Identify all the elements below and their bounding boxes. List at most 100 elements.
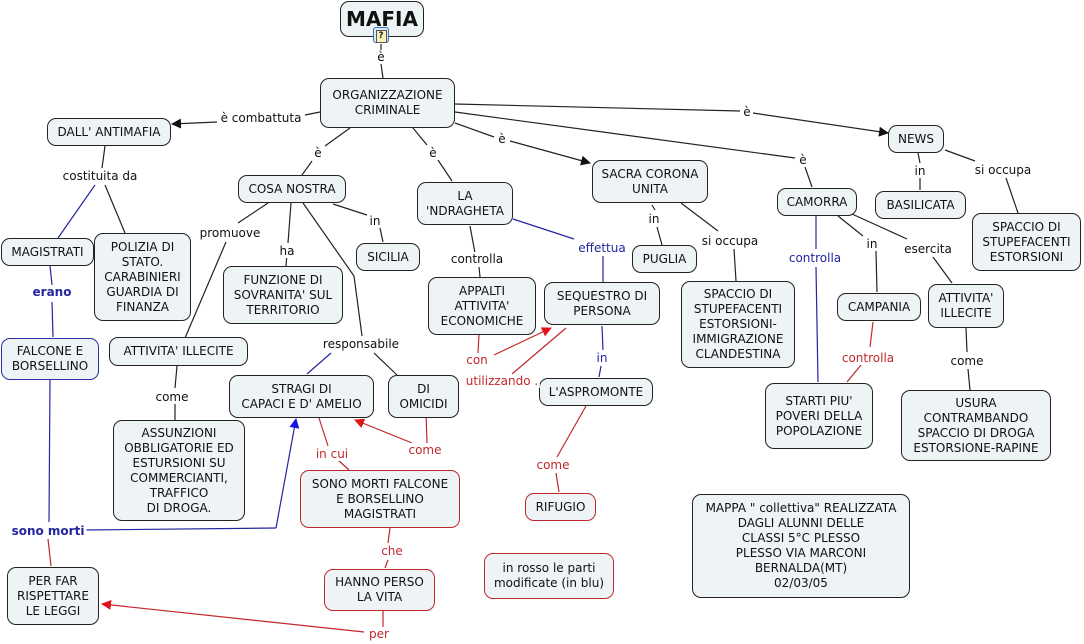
link-label[interactable]: è [312, 146, 324, 160]
link-label[interactable]: in [912, 164, 928, 178]
concept-cosa-nostra[interactable]: COSA NOSTRA [238, 175, 346, 203]
concept-hanno-perso-la-vita[interactable]: HANNO PERSO LA VITA [324, 569, 435, 611]
link-label[interactable]: promuove [197, 226, 263, 240]
link-label[interactable]: con [464, 353, 490, 367]
link-label[interactable]: come [534, 458, 572, 472]
link-label[interactable]: ha [277, 244, 297, 258]
concept-sono-morti-falcone[interactable]: SONO MORTI FALCONE E BORSELLINO MAGISTRA… [300, 470, 460, 528]
concept-rifugio[interactable]: RIFUGIO [525, 493, 596, 521]
link-line [380, 63, 384, 79]
link-line [509, 140, 591, 166]
link-line [846, 364, 862, 383]
concept-stragi[interactable]: STRAGI DI CAPACI E D' AMELIO [229, 375, 374, 418]
link-label[interactable]: si occupa [699, 234, 761, 248]
concept-magistrati[interactable]: MAGISTRATI [1, 238, 94, 266]
link-label[interactable]: è [797, 153, 809, 167]
link-line [556, 405, 587, 458]
link-label[interactable]: responsabile [320, 337, 402, 351]
question-mark-icon: ? [375, 30, 387, 43]
concept-attivita-illecite[interactable]: ATTIVITA' ILLECITE [109, 337, 248, 366]
link-label[interactable]: è combattuta [218, 111, 304, 125]
concept-sequestro-persona[interactable]: SEQUESTRO DI PERSONA [544, 282, 660, 325]
link-label[interactable]: esercita [902, 242, 954, 256]
link-line [387, 527, 391, 544]
concept-basilicata[interactable]: BASILICATA [875, 191, 966, 219]
document-question-icon[interactable]: ? [373, 27, 389, 43]
link-line [511, 327, 567, 375]
concept-omicidi[interactable]: DI OMICIDI [388, 375, 459, 418]
concept-news[interactable]: NEWS [888, 125, 944, 153]
concept-puglia[interactable]: PUGLIA [632, 245, 697, 273]
concept-funzione-sovranita[interactable]: FUNZIONE DI SOVRANITA' SUL TERRITORIO [223, 266, 343, 324]
link-line [51, 301, 54, 338]
link-label[interactable]: è [375, 50, 387, 64]
concept-spaccio-news[interactable]: SPACCIO DI STUPEFACENTI ESTORSIONI [972, 213, 1081, 271]
link-line [837, 215, 864, 237]
link-line [353, 275, 363, 337]
link-label[interactable]: si occupa [972, 163, 1034, 177]
concept-organizzazione-criminale[interactable]: ORGANIZZAZIONE CRIMINALE [320, 78, 455, 128]
concept-campania[interactable]: CAMPANIA [837, 293, 921, 321]
link-label[interactable]: erano [30, 285, 74, 299]
concept-assunzioni[interactable]: ASSUNZIONI OBBLIGATORIE ED ESTURSIONI SU… [113, 420, 245, 521]
link-label[interactable]: è [741, 105, 753, 119]
link-label[interactable]: controlla [839, 351, 897, 365]
link-line [493, 327, 552, 356]
link-label[interactable]: come [153, 390, 191, 404]
link-label[interactable]: effettua [576, 241, 628, 255]
legend-note[interactable]: in rosso le parti modificate (in blu) [484, 553, 614, 599]
link-label[interactable]: come [948, 354, 986, 368]
link-line [454, 122, 495, 138]
link-line [306, 352, 332, 375]
link-label[interactable]: per [367, 627, 391, 641]
link-label[interactable]: in cui [313, 447, 351, 461]
concept-rispettare-leggi[interactable]: PER FAR RISPETTARE LE LEGGI [7, 567, 99, 625]
concept-falcone-borsellino[interactable]: FALCONE E BORSELLINO [1, 338, 99, 380]
concept-usura[interactable]: USURA CONTRAMBANDO SPACCIO DI DROGA ESTO… [901, 390, 1051, 461]
link-label[interactable]: in [367, 214, 383, 228]
link-line [875, 250, 878, 293]
link-line [237, 202, 269, 224]
link-line [869, 321, 874, 348]
concept-appalti[interactable]: APPALTI ATTIVITA' ECONOMICHE [428, 277, 536, 335]
concept-aspromonte[interactable]: L'ASPROMONTE [539, 378, 653, 406]
link-label[interactable]: in [594, 351, 610, 365]
link-label[interactable]: controlla [448, 252, 506, 266]
link-line [917, 152, 921, 164]
link-label[interactable]: è [427, 146, 439, 160]
link-line [171, 118, 218, 129]
concept-polizia[interactable]: POLIZIA DI STATO. CARABINIERI GUARDIA DI… [94, 233, 191, 321]
link-label[interactable]: controlla [786, 251, 844, 265]
link-line [275, 418, 300, 529]
link-line [478, 266, 481, 278]
link-line [601, 325, 604, 351]
link-label[interactable]: come [406, 443, 444, 457]
concept-spaccio-scu[interactable]: SPACCIO DI STUPEFACENTI ESTORSIONI- IMMI… [681, 281, 795, 368]
concept-attivita-illecite-camorra[interactable]: ATTIVITA' ILLECITE [928, 284, 1004, 328]
link-line [598, 365, 602, 378]
link-label[interactable]: in [864, 237, 880, 251]
link-label[interactable]: è [496, 132, 508, 146]
link-label[interactable]: utilizzando . [463, 374, 541, 388]
link-line [412, 127, 428, 146]
link-label[interactable]: in [646, 212, 662, 226]
link-line [1005, 177, 1019, 214]
link-label[interactable]: sono morti [9, 524, 87, 538]
link-line [555, 472, 560, 493]
link-label[interactable]: che [379, 544, 405, 558]
link-line [752, 112, 889, 137]
concept-antimafia[interactable]: DALL' ANTIMAFIA [47, 118, 171, 146]
concept-starti-poveri[interactable]: STARTI PIU' POVERI DELLA POPOLAZIONE [765, 383, 873, 449]
link-line [354, 418, 413, 444]
concept-ndrangheta[interactable]: LA 'NDRAGHETA [417, 182, 513, 225]
link-label[interactable]: costituita da [60, 169, 140, 183]
link-line [337, 459, 350, 471]
link-line [174, 365, 178, 389]
concept-sacra-corona-unita[interactable]: SACRA CORONA UNITA [592, 160, 708, 203]
link-line [379, 227, 384, 243]
concept-sicilia[interactable]: SICILIA [356, 243, 420, 271]
link-line [85, 527, 277, 531]
link-line [304, 111, 321, 116]
credits-note[interactable]: MAPPA " collettiva" REALIZZATA DAGLI ALU… [692, 494, 910, 598]
concept-camorra[interactable]: CAMORRA [777, 188, 857, 216]
